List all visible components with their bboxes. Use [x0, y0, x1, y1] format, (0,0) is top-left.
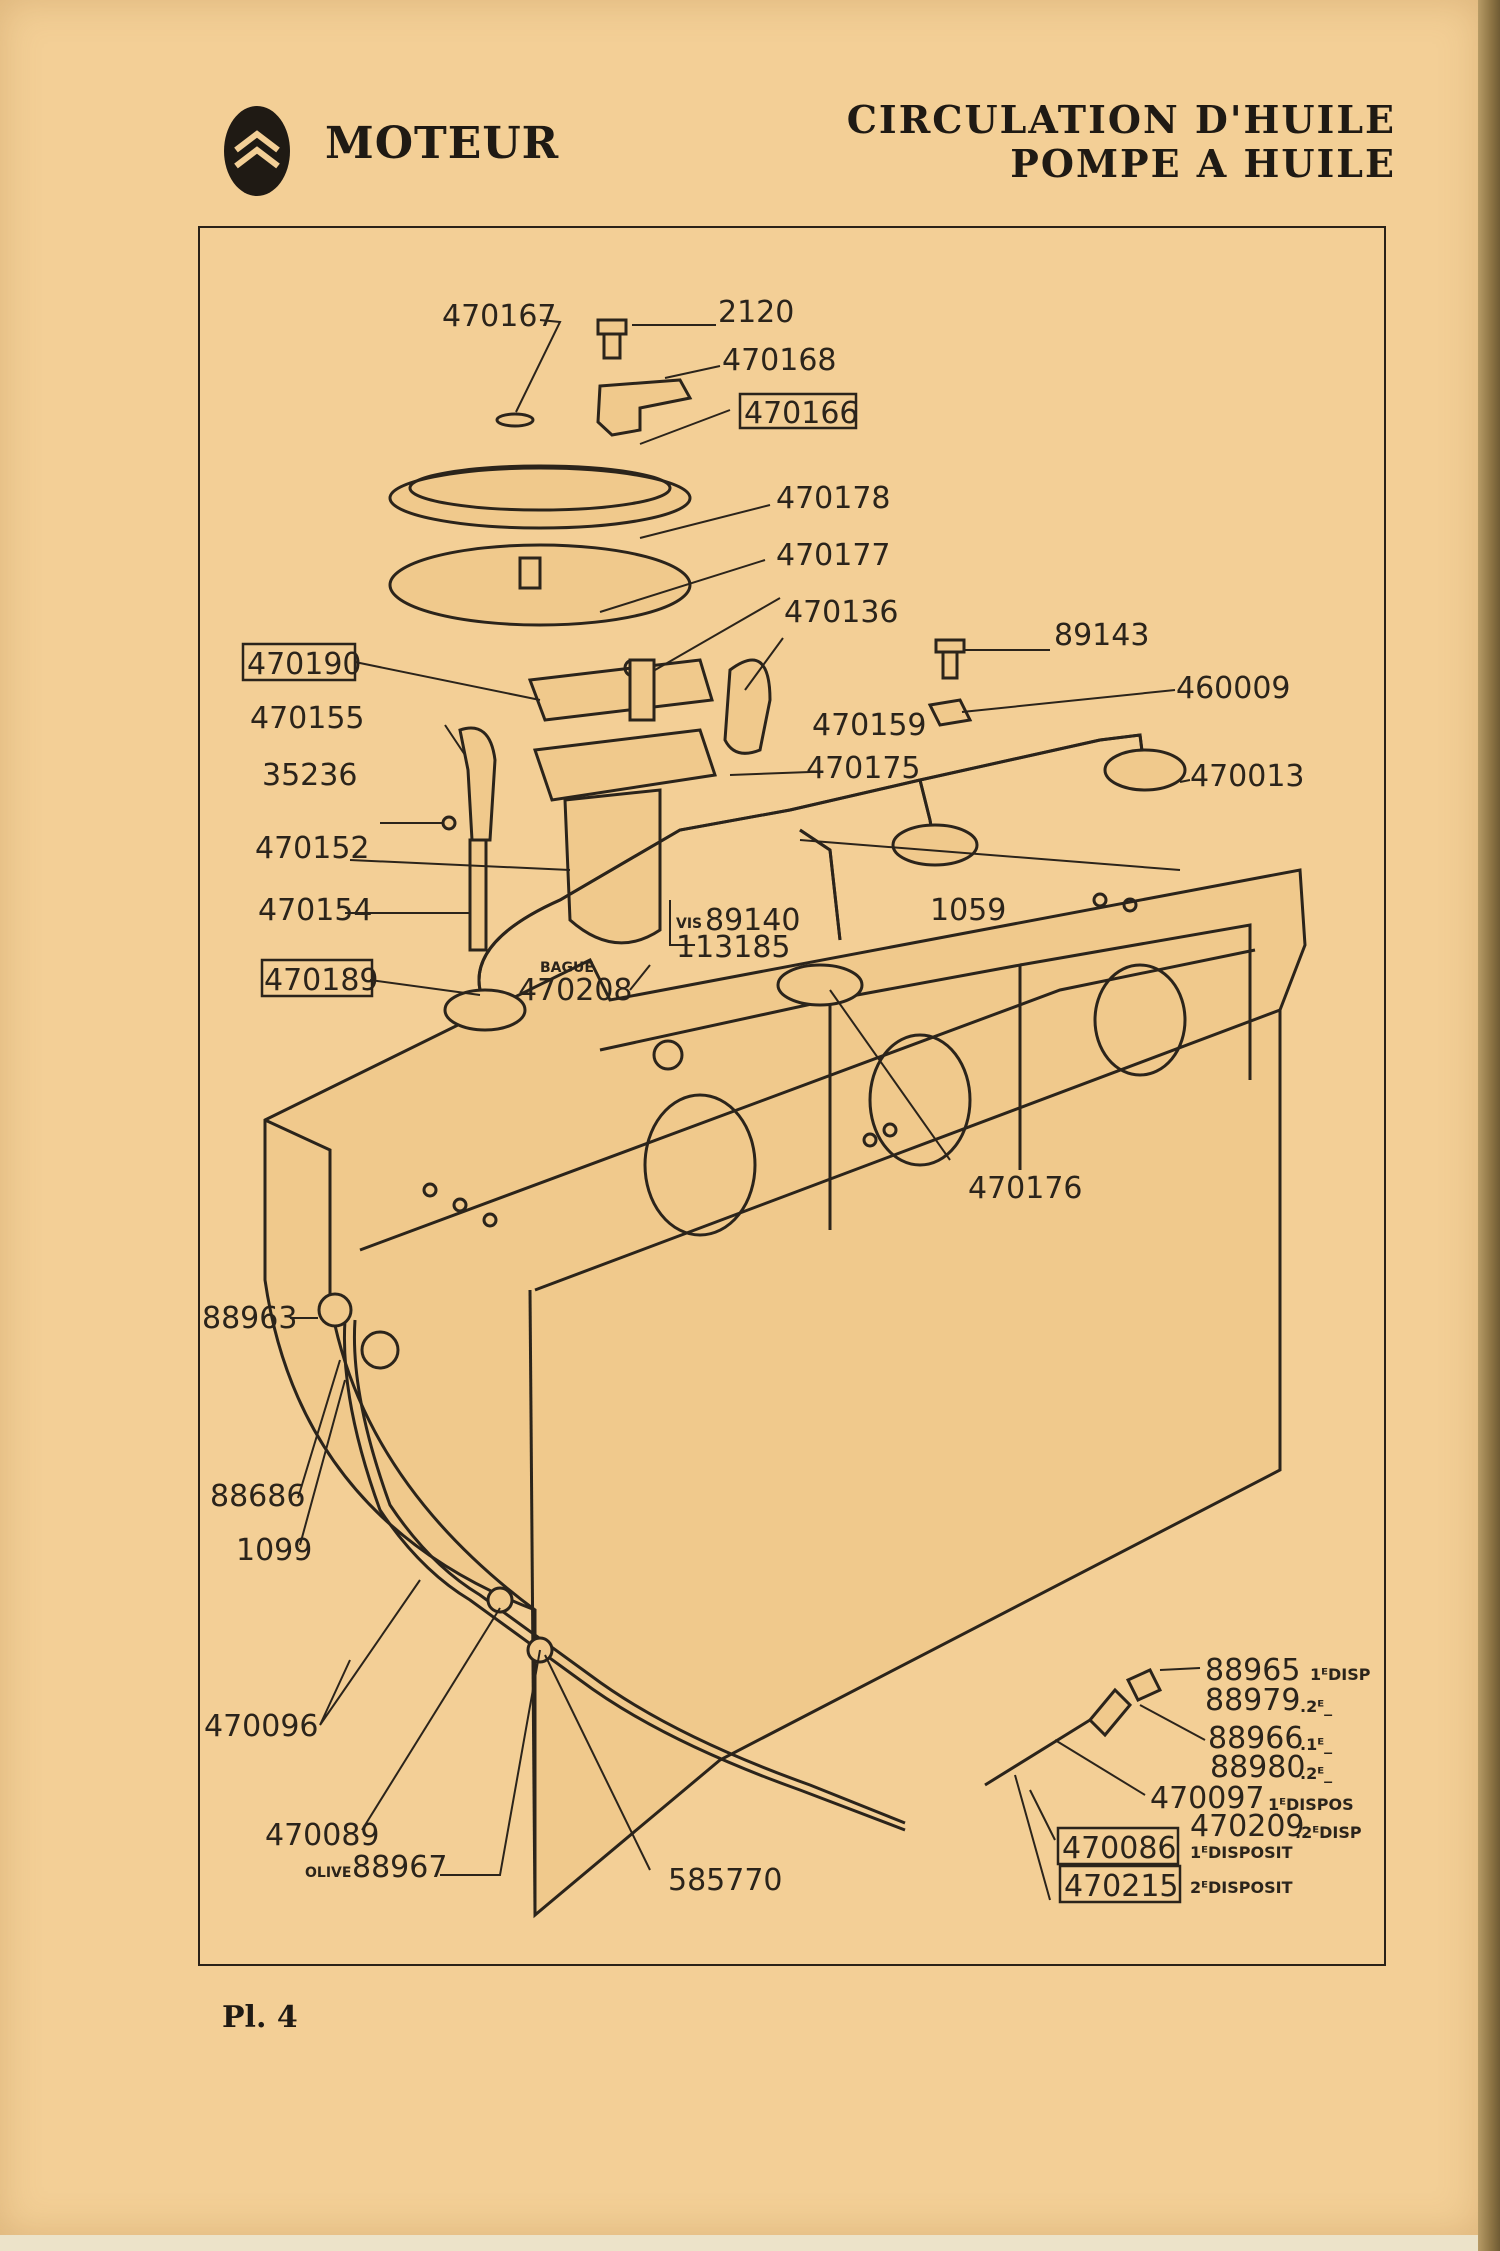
- part-label-460009: 460009: [1176, 671, 1291, 706]
- part-label-470166: 470166: [744, 396, 859, 431]
- diagram-frame: [198, 226, 1386, 1966]
- part-label-88979: 88979: [1205, 1683, 1300, 1718]
- part-label-470097: 470097: [1150, 1781, 1265, 1816]
- oil-pump: [441, 638, 973, 952]
- citroen-logo: [224, 106, 290, 196]
- part-label-470086: 470086: [1062, 1831, 1177, 1866]
- heading-line-2: POMPE A HUILE: [1010, 141, 1396, 186]
- part-label-88965: 88965: [1205, 1653, 1300, 1688]
- leader-lines: [290, 319, 1206, 1901]
- part-label-88967: 88967: [352, 1850, 447, 1885]
- note-470086: 1ᴱDISPOSIT: [1190, 1843, 1293, 1862]
- book-spine: [1478, 0, 1500, 2251]
- note-88966: .1ᴱ_: [1300, 1735, 1332, 1754]
- heading-line-1: CIRCULATION D'HUILE: [846, 97, 1396, 142]
- part-label-470155: 470155: [250, 701, 365, 736]
- part-label-1059: 1059: [930, 893, 1006, 928]
- part-label-470215: 470215: [1064, 1869, 1179, 1904]
- part-label-470152: 470152: [255, 831, 370, 866]
- exploded-parts-diagram: 470167 2120 470168 470166 470178 470177 …: [202, 295, 1371, 1919]
- part-label-88966: 88966: [1208, 1721, 1303, 1756]
- olive-note: OLIVE: [305, 1865, 351, 1881]
- part-label-89140: 89140: [705, 903, 800, 938]
- part-label-470154: 470154: [258, 893, 373, 928]
- part-label-470089: 470089: [265, 1818, 380, 1853]
- note-88965: 1ᴱDISP: [1310, 1665, 1371, 1684]
- part-label-470176: 470176: [968, 1171, 1083, 1206]
- part-label-470096: 470096: [204, 1709, 319, 1744]
- part-label-88963: 88963: [202, 1301, 297, 1336]
- note-88979: .2ᴱ_: [1300, 1697, 1332, 1716]
- engine-block: [263, 868, 1307, 1919]
- part-label-470190: 470190: [247, 647, 362, 682]
- part-label-585770: 585770: [668, 1863, 783, 1898]
- part-label-113185: 113185: [676, 930, 791, 965]
- part-label-470209: 470209: [1190, 1809, 1305, 1844]
- plate-number: Pl. 4: [222, 2000, 298, 2035]
- part-label-470177: 470177: [776, 538, 891, 573]
- box-470189: [260, 958, 374, 998]
- part-label-35236: 35236: [262, 758, 357, 793]
- part-label-470167: 470167: [442, 299, 557, 334]
- box-470086: [1056, 1826, 1180, 1866]
- note-470215: 2ᴱDISPOSIT: [1190, 1878, 1293, 1897]
- bague-note: BAGUE: [540, 960, 594, 976]
- box-470166: [738, 392, 858, 430]
- part-label-1099: 1099: [236, 1533, 312, 1568]
- part-label-470189: 470189: [264, 963, 379, 998]
- gauge-pipe: [317, 1292, 906, 1832]
- part-label-470178: 470178: [776, 481, 891, 516]
- filter-assembly: [388, 318, 693, 627]
- note-470209: .2ᴱDISP: [1295, 1823, 1362, 1842]
- part-label-88686: 88686: [210, 1479, 305, 1514]
- note-470097: 1ᴱDISPOS: [1268, 1795, 1354, 1814]
- part-label-470159: 470159: [812, 708, 927, 743]
- part-label-470208: 470208: [518, 973, 633, 1008]
- part-label-2120: 2120: [718, 295, 794, 330]
- part-label-88980: 88980: [1210, 1750, 1305, 1785]
- oil-pipes: [443, 733, 1187, 1032]
- part-label-89143: 89143: [1054, 618, 1149, 653]
- section-title: MOTEUR: [325, 118, 560, 169]
- dipstick: [984, 1668, 1163, 1787]
- box-470215: [1058, 1864, 1182, 1904]
- part-label-470168: 470168: [722, 343, 837, 378]
- part-label-470136: 470136: [784, 595, 899, 630]
- vis-note: VIS: [676, 916, 702, 932]
- page-heading: CIRCULATION D'HUILE POMPE A HUILE: [847, 98, 1396, 186]
- part-label-470013: 470013: [1190, 759, 1305, 794]
- box-470190: [241, 642, 357, 682]
- part-label-470175: 470175: [806, 751, 921, 786]
- note-88980: .2ᴱ_: [1300, 1764, 1332, 1783]
